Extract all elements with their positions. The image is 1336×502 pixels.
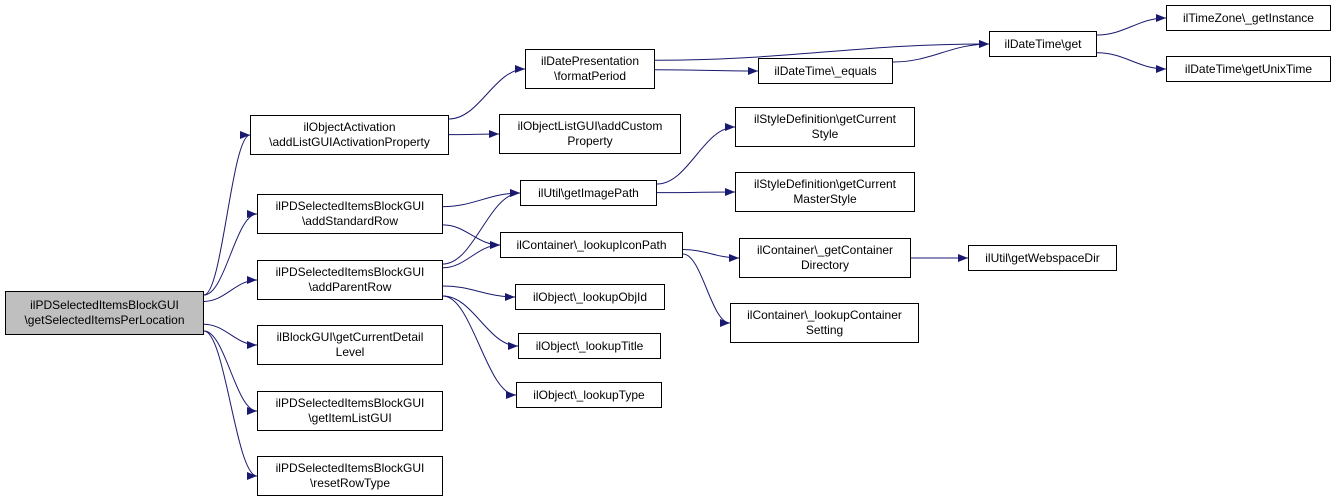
- node-line: ilUtil\getWebspaceDir: [985, 250, 1100, 265]
- node-line: ilDateTime\get: [1004, 36, 1082, 51]
- node-contset[interactable]: ilContainer\_lookupContainer Setting: [730, 303, 919, 343]
- node-line: ilObjectListGUI\addCustom: [517, 119, 663, 133]
- node-line: \addParentRow: [308, 280, 392, 294]
- edge-dtget-to-unixtime: [1096, 52, 1167, 73]
- node-line: ilDateTime\getUnixTime: [1184, 61, 1313, 76]
- node-addpar[interactable]: ilPDSelectedItemsBlockGUI \addParentRow: [257, 260, 443, 300]
- node-stylecur[interactable]: ilStyleDefinition\getCurrent Style: [735, 107, 915, 147]
- node-addstd[interactable]: ilPDSelectedItemsBlockGUI \addStandardRo…: [257, 194, 443, 234]
- edge-imgpath-to-stylecur: [656, 123, 736, 185]
- edge-root-to-objact: [203, 131, 251, 296]
- node-line: ilObject\_lookupType: [533, 387, 645, 402]
- node-line: ilBlockGUI\getCurrentDetail: [276, 330, 424, 344]
- node-imgpath[interactable]: ilUtil\getImagePath: [520, 180, 657, 206]
- node-line: ilPDSelectedItemsBlockGUI: [30, 298, 179, 312]
- edge-iconpath-to-contdir: [682, 249, 740, 262]
- edge-addpar-to-objtype: [442, 295, 517, 399]
- edge-addpar-to-iconpath: [442, 241, 501, 269]
- edge-addstd-to-imgpath: [442, 189, 521, 208]
- node-line: ilPDSelectedItemsBlockGUI: [275, 461, 425, 475]
- edge-addpar-to-imgpath: [442, 189, 521, 265]
- edge-objact-to-datepres: [448, 65, 526, 120]
- node-line: \resetRowType: [309, 476, 391, 490]
- node-line: ilContainer\_getContainer: [756, 243, 894, 257]
- node-unixtime[interactable]: ilDateTime\getUnixTime: [1166, 56, 1331, 82]
- node-line: ilUtil\getImagePath: [538, 185, 639, 200]
- node-objid[interactable]: ilObject\_lookupObjId: [515, 284, 665, 310]
- node-webspace[interactable]: ilUtil\getWebspaceDir: [968, 245, 1117, 271]
- node-objtype[interactable]: ilObject\_lookupType: [516, 382, 662, 408]
- edge-root-to-itemlist: [203, 330, 258, 415]
- node-objlist[interactable]: ilObjectListGUI\addCustom Property: [499, 114, 681, 154]
- edge-dtget-to-tzinst: [1096, 14, 1167, 36]
- node-datepres[interactable]: ilDatePresentation \formatPeriod: [525, 49, 655, 89]
- node-line: ilStyleDefinition\getCurrent: [753, 177, 897, 191]
- edge-objact-to-objlist: [448, 130, 500, 139]
- node-blockgui[interactable]: ilBlockGUI\getCurrentDetail Level: [257, 325, 443, 365]
- node-objact[interactable]: ilObjectActivation \addListGUIActivation…: [250, 115, 449, 155]
- node-contdir[interactable]: ilContainer\_getContainer Directory: [739, 238, 911, 278]
- node-line: Property: [567, 134, 613, 148]
- node-line: ilStyleDefinition\getCurrent: [753, 112, 897, 126]
- edge-dtequals-to-dtget: [892, 40, 990, 63]
- node-line: ilDatePresentation: [540, 54, 640, 68]
- edge-root-to-addpar: [203, 276, 258, 302]
- node-iconpath[interactable]: ilContainer\_lookupIconPath: [500, 232, 683, 258]
- node-line: ilTimeZone\_getInstance: [1183, 10, 1314, 25]
- node-itemlist[interactable]: ilPDSelectedItemsBlockGUI \getItemListGU…: [257, 391, 443, 431]
- node-line: Level: [335, 345, 365, 359]
- node-line: \formatPeriod: [553, 69, 627, 83]
- node-line: MasterStyle: [793, 192, 857, 206]
- node-line: Style: [811, 127, 839, 141]
- node-line: ilPDSelectedItemsBlockGUI: [275, 199, 425, 213]
- edge-datepres-to-dtequals: [654, 66, 759, 75]
- edge-imgpath-to-stylemaster: [656, 188, 736, 197]
- node-dtequals[interactable]: ilDateTime\_equals: [758, 58, 893, 84]
- node-line: \getItemListGUI: [308, 411, 392, 425]
- node-line: \addStandardRow: [301, 214, 399, 228]
- node-resetrow[interactable]: ilPDSelectedItemsBlockGUI \resetRowType: [257, 456, 443, 496]
- edge-datepres-to-dtget: [654, 40, 990, 61]
- node-line: ilContainer\_lookupContainer: [747, 308, 902, 322]
- node-line: ilObject\_lookupObjId: [532, 289, 648, 304]
- node-dtget[interactable]: ilDateTime\get: [989, 31, 1097, 57]
- node-line: \getSelectedItemsPerLocation: [24, 313, 185, 327]
- node-line: ilObject\_lookupTitle: [535, 338, 644, 353]
- node-tzinst[interactable]: ilTimeZone\_getInstance: [1166, 5, 1331, 31]
- node-line: Setting: [805, 323, 844, 337]
- node-objtitle[interactable]: ilObject\_lookupTitle: [518, 333, 661, 359]
- node-root[interactable]: ilPDSelectedItemsBlockGUI \getSelectedIt…: [5, 291, 204, 335]
- edge-addstd-to-iconpath: [442, 224, 501, 249]
- edge-root-to-addstd: [203, 210, 258, 296]
- node-line: ilPDSelectedItemsBlockGUI: [275, 265, 425, 279]
- node-line: Directory: [800, 258, 849, 272]
- node-line: \addListGUIActivationProperty: [269, 135, 430, 149]
- edge-addpar-to-objid: [442, 285, 516, 301]
- node-line: ilDateTime\_equals: [774, 63, 877, 78]
- node-line: ilObjectActivation: [303, 120, 396, 134]
- edge-addpar-to-objtitle: [442, 295, 519, 350]
- node-line: ilContainer\_lookupIconPath: [516, 237, 667, 252]
- edge-root-to-blockgui: [203, 323, 258, 349]
- edge-iconpath-to-contset: [682, 253, 731, 327]
- node-line: ilPDSelectedItemsBlockGUI: [275, 396, 425, 410]
- edge-root-to-resetrow: [203, 330, 258, 480]
- node-stylemaster[interactable]: ilStyleDefinition\getCurrent MasterStyle: [735, 172, 915, 212]
